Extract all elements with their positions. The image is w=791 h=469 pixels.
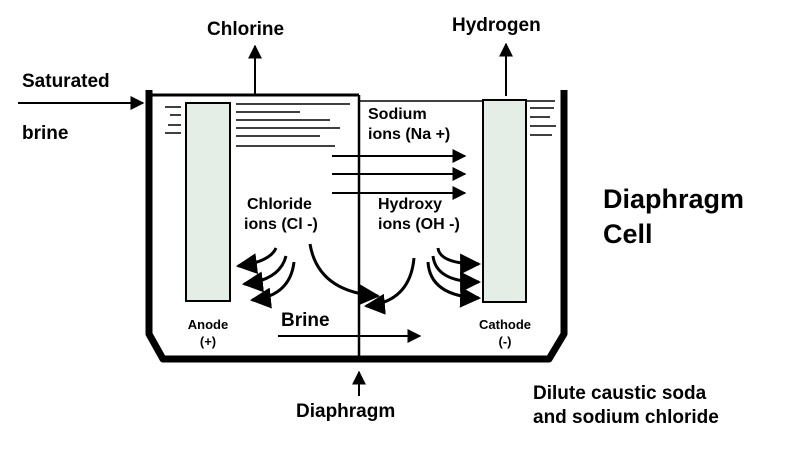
brine-surface-anode — [165, 103, 350, 147]
cathode-electrode — [482, 99, 527, 303]
title-line1: Diaphragm — [603, 184, 745, 214]
sodium-ions-label: Sodium ions (Na +) — [368, 107, 450, 143]
cathode-line1: Cathode — [479, 317, 531, 332]
anode-line2: (+) — [199, 334, 217, 349]
output-line1: Dilute caustic soda — [533, 383, 707, 404]
diagram-title: Diaphragm Cell — [603, 182, 744, 252]
chloride-ions-label: Chloride ions (Cl -) — [244, 197, 318, 233]
brine-surface-cathode — [530, 107, 556, 136]
saturated-label: Saturated — [22, 71, 110, 92]
hydroxy-ions-label: Hydroxy ions (OH -) — [378, 197, 460, 233]
cathode-line2: (-) — [498, 334, 512, 349]
chloride-ions-line2: ions (Cl -) — [244, 216, 318, 233]
output-label: Dilute caustic soda and sodium chloride — [533, 384, 719, 427]
brine-inlet-label: brine — [22, 123, 69, 144]
output-line2: and sodium chloride — [533, 407, 719, 428]
title-line2: Cell — [603, 219, 653, 249]
tank-outline — [145, 90, 568, 363]
diaphragm-label: Diaphragm — [296, 401, 396, 422]
chloride-ions-line1: Chloride — [247, 196, 312, 213]
anode-electrode — [185, 102, 231, 302]
chloride-ion-arrows — [235, 243, 381, 309]
chlorine-label: Chlorine — [207, 19, 285, 40]
brine-flow-label: Brine — [281, 310, 330, 331]
sodium-ion-arrows — [332, 149, 467, 200]
hydrogen-label: Hydrogen — [452, 15, 541, 36]
anode-label: Anode (+) — [178, 318, 238, 348]
cathode-label: Cathode (-) — [466, 318, 544, 348]
sodium-ions-line2: ions (Na +) — [368, 126, 451, 143]
hydroxy-ions-line1: Hydroxy — [378, 196, 443, 213]
hydroxy-ions-line2: ions (OH -) — [378, 216, 460, 233]
anode-line1: Anode — [187, 317, 229, 332]
sodium-ions-line1: Sodium — [368, 106, 427, 123]
hydroxy-ion-arrows — [363, 247, 482, 315]
